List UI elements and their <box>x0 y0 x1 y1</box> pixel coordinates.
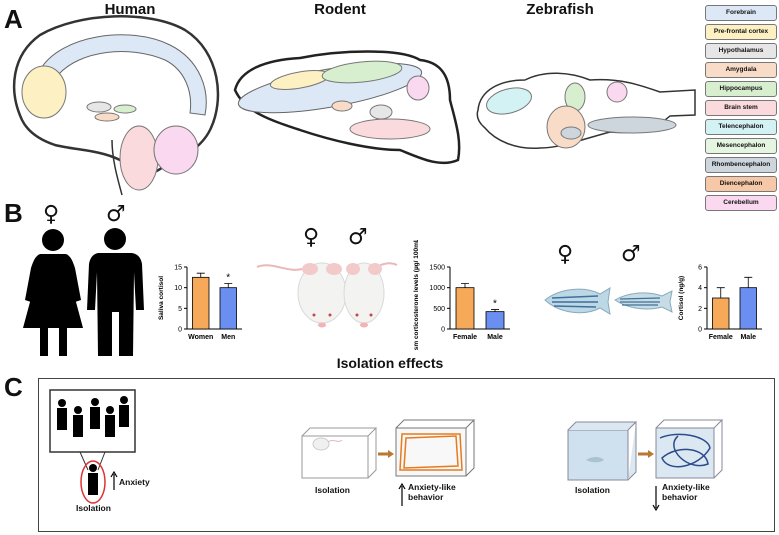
legend-item-amygdala: Amygdala <box>705 62 777 78</box>
woman-silhouette <box>23 229 83 356</box>
y-tick-label: 6 <box>698 265 702 272</box>
error-bar <box>716 287 725 298</box>
error-bar <box>224 283 233 288</box>
bar-women <box>192 276 210 330</box>
category-label: Men <box>221 334 235 341</box>
brain-diagrams <box>12 15 696 196</box>
y-tick-label: 4 <box>698 285 702 292</box>
fish-anxiety-tank <box>655 419 724 479</box>
legend-item-cerebellum: Cerebellum <box>705 195 777 211</box>
legend-item-mesencephalon: Mesencephalon <box>705 138 777 154</box>
female-zebrafish-image <box>544 287 611 315</box>
fish-isolation-tank <box>567 421 638 481</box>
species-title-zebrafish: Zebrafish <box>526 1 594 18</box>
legend-item-prefrontal-cortex: Pre-frontal cortex <box>705 24 777 40</box>
female-mouse-image <box>256 262 347 328</box>
y-tick-label: 1500 <box>429 265 445 272</box>
category-label: Female <box>453 334 477 341</box>
panel-label-a: A <box>4 4 23 34</box>
category-label: Female <box>709 334 733 341</box>
legend-item-hypothalamus: Hypothalamus <box>705 43 777 59</box>
category-label: Male <box>487 334 503 341</box>
y-axis-label: Cortisol (ng/g) <box>678 276 685 320</box>
female-symbol-rodent: ♀ <box>303 225 320 250</box>
category-label: Male <box>740 334 756 341</box>
isolation-effects-title: Isolation effects <box>336 355 444 371</box>
legend-item-forebrain: Forebrain <box>705 5 777 21</box>
isolated-human-silhouette <box>88 464 98 495</box>
legend-item-brain-stem: Brain stem <box>705 100 777 116</box>
human-brain <box>12 15 220 196</box>
female-symbol-human: ♀ <box>43 202 60 227</box>
error-bar <box>196 272 205 278</box>
error-bar <box>744 276 753 288</box>
y-tick-label: 15 <box>174 265 182 272</box>
legend-item-telencephalon: Telencephalon <box>705 119 777 135</box>
bar-female <box>712 297 730 330</box>
human-isolation-label: Isolation <box>76 503 111 513</box>
y-axis-label: Plasm corticosterone levels (µg/ 100mL) <box>413 240 420 350</box>
human-group-silhouettes <box>57 396 129 437</box>
chart-plasm-corticosterone: 0 500 1000 1500 Plasm corticosterone levels … <box>413 240 510 350</box>
fish-isolation-label: Isolation <box>575 485 610 495</box>
category-label: Women <box>188 334 213 341</box>
y-tick-label: 0 <box>441 327 445 334</box>
isolation-illustrations <box>49 389 724 512</box>
bar-female <box>455 287 475 330</box>
male-zebrafish-image <box>614 290 673 313</box>
significance-marker: * <box>493 299 497 310</box>
y-tick-label: 5 <box>178 306 182 313</box>
male-symbol-human: ♂ <box>106 202 126 227</box>
error-bar <box>461 283 469 288</box>
human-silhouettes <box>23 228 144 356</box>
bar-male <box>485 311 505 330</box>
female-symbol-zebrafish: ♀ <box>557 242 574 267</box>
isolated-human-highlight <box>80 460 106 504</box>
y-tick-label: 1000 <box>429 285 445 292</box>
species-title-human: Human <box>104 1 156 18</box>
legend-item-rhombencephalon: Rhombencephalon <box>705 157 777 173</box>
species-title-rodent: Rodent <box>314 1 366 18</box>
zebrafish-illustrations <box>544 287 673 315</box>
male-mouse-image <box>343 262 398 328</box>
panel-label-c: C <box>4 372 23 402</box>
rodent-behavior-label: Anxiety-like behavior <box>408 482 456 502</box>
rodent-anxiety-cage <box>395 419 476 477</box>
bar-male <box>739 287 757 330</box>
legend-item-hippocampus: Hippocampus <box>705 81 777 97</box>
isolation-panel-frame <box>38 378 775 532</box>
y-tick-label: 0 <box>698 327 702 334</box>
fish-behavior-label: Anxiety-like behavior <box>662 482 710 502</box>
error-bar <box>491 309 499 312</box>
male-symbol-zebrafish: ♂ <box>621 242 641 267</box>
rodent-isolation-label: Isolation <box>315 485 350 495</box>
bar-men <box>219 287 237 330</box>
human-anxiety-label: Anxiety <box>119 477 150 487</box>
rodent-brain <box>233 50 461 165</box>
legend-item-diencephalon: Diencephalon <box>705 176 777 192</box>
significance-marker: * <box>226 273 230 284</box>
man-silhouette <box>87 228 144 356</box>
rodent-illustrations <box>256 262 398 328</box>
y-tick-label: 10 <box>174 285 182 292</box>
y-tick-label: 500 <box>433 306 445 313</box>
y-tick-label: 0 <box>178 327 182 334</box>
male-symbol-rodent: ♂ <box>348 225 368 250</box>
y-tick-label: 2 <box>698 306 702 313</box>
zebrafish-brain <box>476 72 696 149</box>
panel-label-b: B <box>4 198 23 228</box>
y-axis-label: Saliva cortisol <box>158 276 165 320</box>
rodent-isolation-cage <box>301 427 378 479</box>
